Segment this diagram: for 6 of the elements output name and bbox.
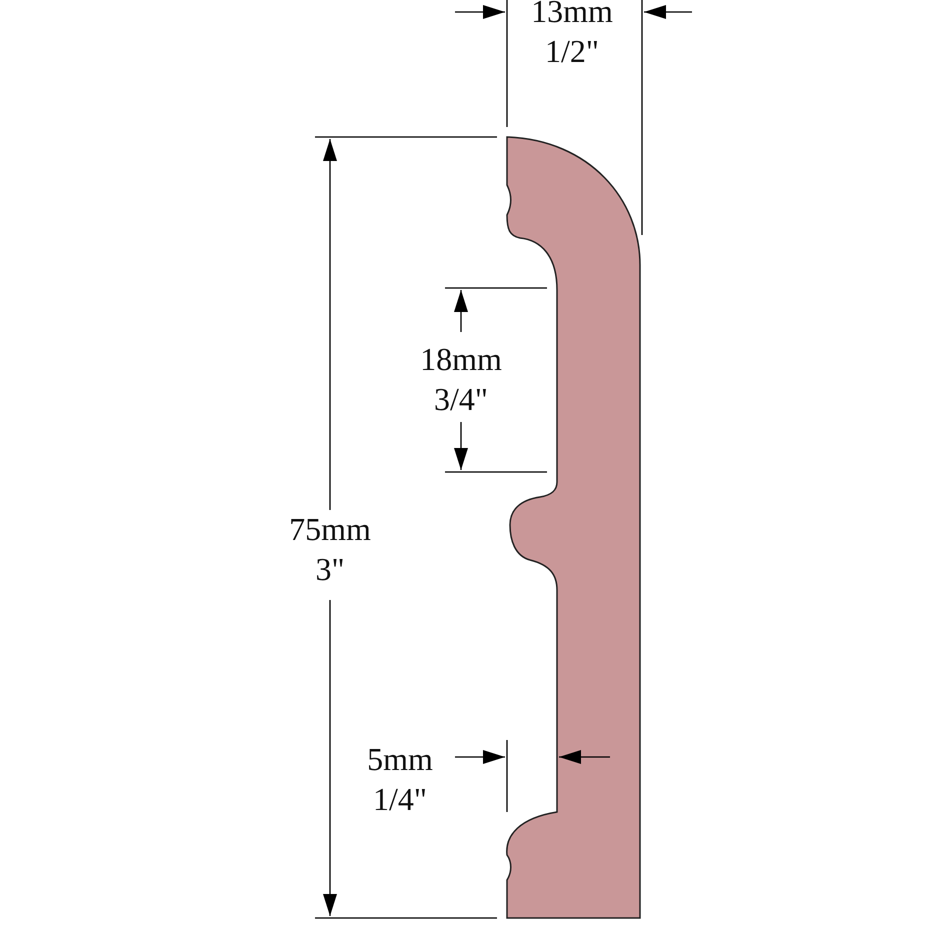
dimension-label: 5mm (366, 742, 434, 776)
dimension-label: 13mm (530, 0, 614, 28)
dimension-label: 1/2" (544, 34, 600, 68)
dimension-label: 1/4" (372, 782, 428, 816)
dimension-label: 18mm (419, 342, 503, 376)
dimension-label: 3/4" (433, 382, 489, 416)
